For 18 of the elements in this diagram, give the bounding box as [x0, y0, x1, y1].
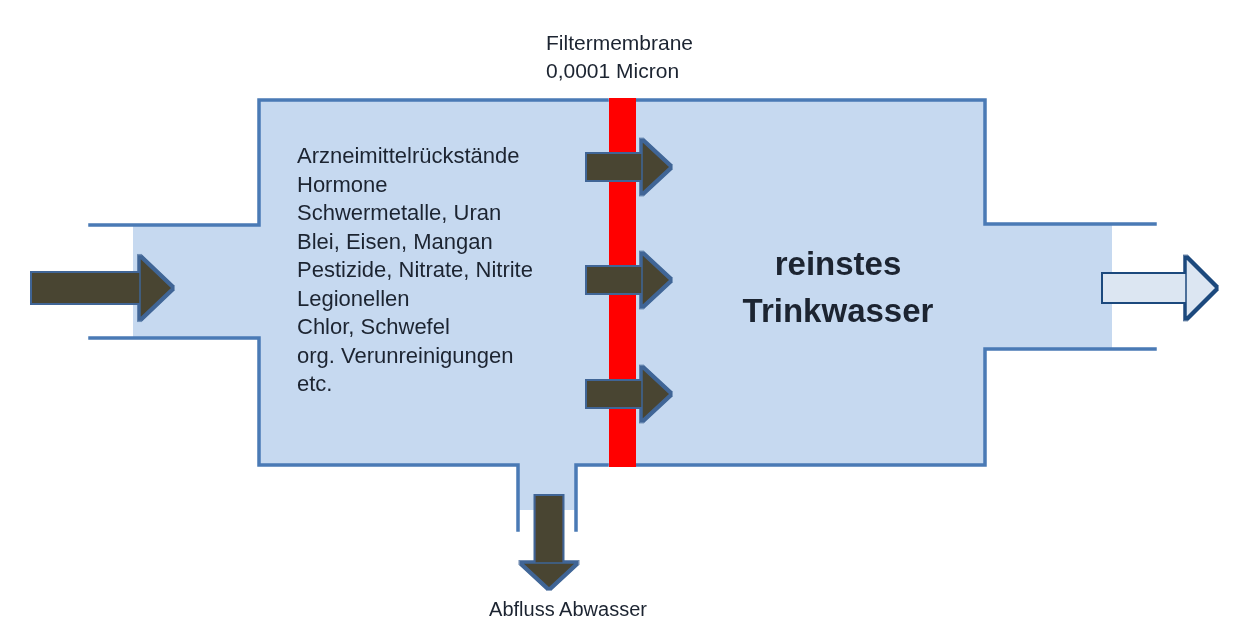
- flow-arrow: [1103, 257, 1217, 319]
- contaminant-list-item: etc.: [297, 370, 333, 398]
- contaminant-list-item: Arzneimittelrückstände: [297, 142, 520, 170]
- flow-arrow: [521, 496, 577, 589]
- chamber-label: reinstes Trinkwasser: [741, 244, 935, 331]
- contaminant-list-item: Hormone: [297, 170, 388, 199]
- flow-arrow: [587, 253, 671, 307]
- contaminant-list-item: Blei, Eisen, Mangan: [297, 227, 493, 256]
- membrane-label: Filtermembrane 0,0001 Micron: [546, 30, 695, 84]
- contaminant-list-item: Pestizide, Nitrate, Nitrite: [297, 256, 533, 284]
- flow-arrow: [587, 367, 671, 421]
- contaminant-list-item: Legionellen: [297, 284, 410, 313]
- flow-arrow: [587, 140, 671, 194]
- contaminant-list-item: Chlor, Schwefel: [297, 313, 450, 341]
- flow-arrow: [32, 256, 173, 320]
- drain-label: Abfluss Abwasser: [489, 597, 647, 621]
- contaminant-list-item: Schwermetalle, Uran: [297, 199, 502, 227]
- contaminant-list-item: org. Verunreinigungen: [297, 341, 514, 370]
